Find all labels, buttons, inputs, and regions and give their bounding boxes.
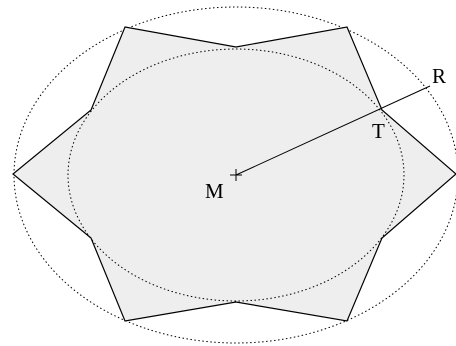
label-t: T: [372, 119, 385, 143]
label-m: M: [205, 179, 224, 203]
star-polygon: [12, 26, 456, 322]
label-r: R: [432, 64, 446, 88]
radius-line: [235, 85, 431, 176]
center-marker: [230, 169, 242, 181]
inner-ellipse: [67, 48, 405, 302]
